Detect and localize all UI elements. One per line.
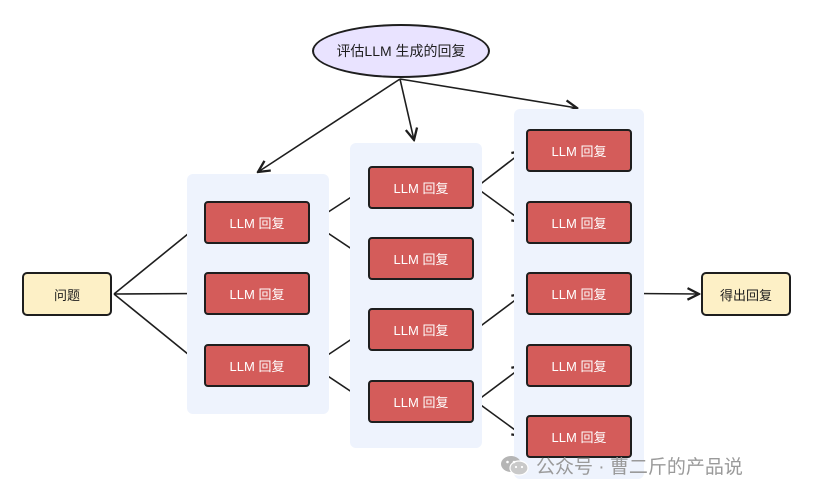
llm-response-node: LLM 回复 — [204, 272, 310, 315]
llm-response-node: LLM 回复 — [204, 201, 310, 244]
watermark: 公众号 · 曹二斤的产品说 — [500, 452, 743, 479]
llm-response-node: LLM 回复 — [204, 344, 310, 387]
llm-response-node: LLM 回复 — [526, 129, 632, 172]
llm-response-node: LLM 回复 — [526, 201, 632, 244]
llm-response-node: LLM 回复 — [368, 166, 474, 209]
llm-response-node: LLM 回复 — [526, 344, 632, 387]
goal-edge-arrow — [258, 78, 401, 172]
question-node: 问题 — [22, 272, 112, 316]
goal-edge-arrow — [399, 78, 577, 108]
edge-arrow — [633, 294, 699, 295]
goal-edge-arrow — [399, 78, 414, 140]
llm-response-node: LLM 回复 — [368, 308, 474, 351]
llm-response-node: LLM 回复 — [526, 272, 632, 315]
goal-node: 评估LLM 生成的回复 — [312, 24, 490, 78]
llm-response-node: LLM 回复 — [368, 380, 474, 423]
watermark-text: 公众号 · 曹二斤的产品说 — [536, 457, 743, 478]
llm-response-node: LLM 回复 — [526, 415, 632, 458]
wechat-icon — [501, 455, 529, 476]
answer-node: 得出回复 — [701, 272, 791, 316]
llm-response-node: LLM 回复 — [368, 237, 474, 280]
